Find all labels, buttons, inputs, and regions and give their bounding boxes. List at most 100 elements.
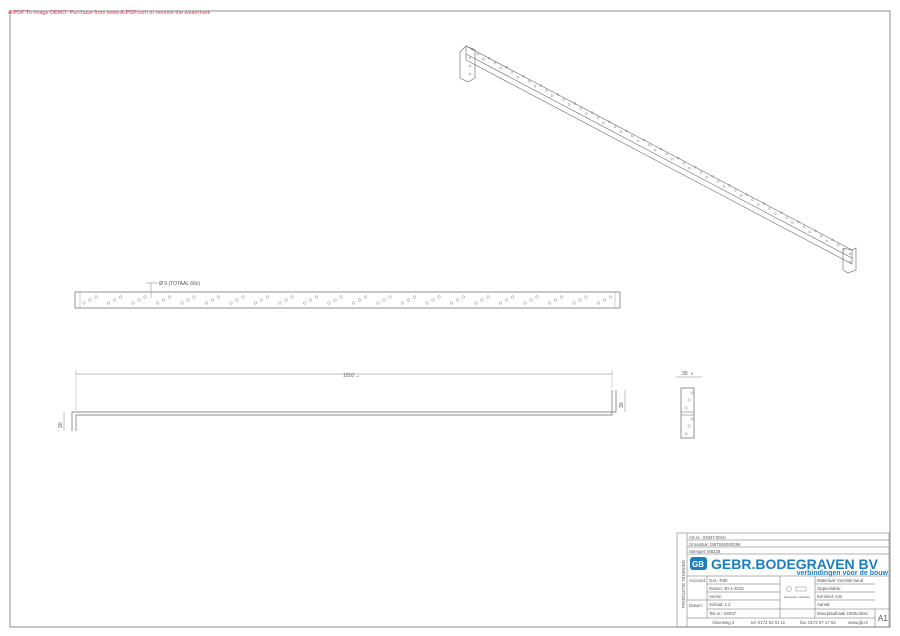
hole: [562, 98, 565, 101]
hole: [636, 139, 640, 143]
hole: [671, 157, 674, 161]
hole: [768, 207, 771, 210]
hole: [309, 298, 313, 302]
company-name: GEBR.BODEGRAVEN BV: [711, 556, 879, 572]
hole: [584, 295, 588, 299]
left-height-dimension: 30: [58, 422, 64, 428]
hole: [216, 295, 220, 299]
hole: [476, 52, 479, 56]
side-view: 30 5: [676, 371, 702, 439]
hole: [358, 298, 362, 302]
hole: [486, 295, 490, 299]
hole: [450, 301, 454, 305]
tek-nr: Tek.nr.: 04037: [709, 611, 737, 616]
hole: [401, 301, 405, 305]
hole: [327, 301, 331, 305]
oppervlakte: Oppervlakte:: [817, 586, 841, 591]
hole: [112, 298, 116, 302]
drawing-title: Muurplaathaak 1000x30x5: [817, 611, 868, 616]
hole: [560, 295, 564, 299]
versie: Versie:: [709, 594, 722, 599]
hole: [155, 301, 159, 305]
hole: [94, 295, 98, 299]
eenheid: Eenheid: mm: [817, 594, 843, 599]
hole: [118, 295, 122, 299]
hole: [573, 102, 577, 105]
hole: [493, 61, 497, 65]
hole: [364, 295, 368, 299]
hole: [848, 260, 852, 264]
side-width-dimension: 30: [682, 371, 688, 377]
hole: [284, 298, 288, 302]
hole: [388, 295, 392, 299]
svg-text:+/-: +/-: [356, 374, 360, 378]
schaal: Schaal: 1:2: [709, 602, 731, 607]
hole: [106, 301, 110, 305]
hole: [499, 66, 502, 70]
hole: [842, 248, 846, 252]
address: Alsonweg 2: [712, 620, 735, 625]
accoord-label: Accoord:: [689, 578, 706, 583]
hole: [687, 398, 691, 402]
hole: [204, 301, 208, 305]
hole: [596, 116, 600, 119]
hole: [468, 72, 472, 76]
hole: [456, 298, 460, 302]
hole: [825, 239, 829, 243]
hole: [550, 94, 554, 97]
hole: [774, 212, 777, 215]
hole: [590, 111, 594, 114]
hole: [437, 295, 441, 299]
hole: [756, 203, 760, 206]
hole: [819, 234, 823, 238]
datum: Datum: 30-1-2015: [709, 586, 744, 591]
sheet-border: [9, 10, 891, 628]
title-block: [676, 532, 890, 628]
hole: [716, 180, 720, 183]
hole: [413, 295, 417, 299]
hole: [499, 301, 503, 305]
hole: [785, 216, 788, 219]
projection-caption: Europese methode: [784, 595, 810, 599]
hole: [548, 301, 552, 305]
hole: [186, 298, 190, 302]
hole: [722, 185, 726, 188]
fax: fax: 0172 07 17 53: [800, 620, 836, 625]
hole: [505, 65, 508, 69]
hole: [603, 298, 607, 302]
hole: [808, 230, 811, 234]
hole: [522, 75, 525, 78]
hole: [734, 189, 737, 192]
iso-right-flange: [842, 247, 857, 274]
hole: [659, 147, 663, 151]
hole: [533, 85, 537, 88]
hole: [751, 198, 754, 201]
front-outline-a: [71, 390, 617, 431]
hole: [682, 161, 685, 165]
iso-strip-top: [465, 45, 853, 259]
company-tagline: verbindingen voor de bouw: [797, 570, 889, 577]
hole: [516, 76, 519, 79]
hole: [568, 103, 571, 106]
aantal: Aantal:: [817, 602, 830, 607]
length-dimension: 1010: [343, 373, 354, 379]
hole: [631, 134, 634, 138]
hole: [653, 148, 657, 152]
hole: [210, 298, 214, 302]
hole: [597, 301, 601, 305]
materiaal: Materiaal: Verzinkt band: [817, 578, 864, 583]
hole: [137, 298, 141, 302]
get: Get.: RdK: [709, 578, 728, 583]
hole: [572, 301, 576, 305]
hole: [470, 47, 474, 51]
hole: [339, 295, 343, 299]
hole: [303, 301, 307, 305]
hole: [699, 171, 703, 174]
hole: [131, 301, 135, 305]
hole: [235, 298, 239, 302]
hole: [802, 225, 806, 228]
hole: [745, 193, 748, 196]
hole: [253, 301, 257, 305]
hole: [554, 298, 558, 302]
hole: [161, 298, 165, 302]
